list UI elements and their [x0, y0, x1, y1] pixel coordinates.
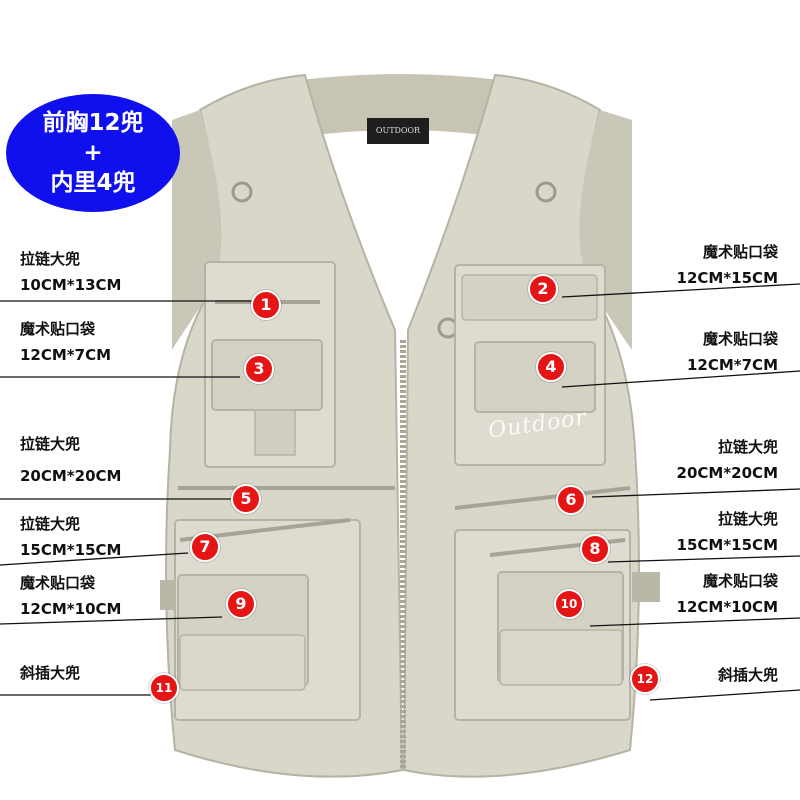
label-pocket-4: 魔术贴口袋 12CM*7CM: [687, 330, 778, 374]
label-size: 12CM*10CM: [676, 598, 778, 616]
label-pocket-11: 斜插大兜: [20, 664, 80, 682]
label-name: 拉链大兜: [20, 250, 81, 268]
pocket-4-shape: [474, 341, 596, 413]
label-name: 魔术贴口袋: [702, 572, 778, 590]
marker-8: 8: [580, 534, 610, 564]
leader-lines: [0, 283, 800, 701]
marker-5: 5: [231, 484, 261, 514]
label-name: 拉链大兜: [717, 438, 778, 456]
label-name: 魔术贴口袋: [20, 574, 96, 592]
badge-line-2: +: [83, 140, 103, 166]
marker-2: 2: [528, 274, 558, 304]
label-name: 斜插大兜: [20, 664, 81, 682]
label-pocket-1: 拉链大兜 10CM*13CM: [20, 250, 121, 294]
label-size: 12CM*10CM: [20, 600, 122, 618]
marker-9: 9: [226, 589, 256, 619]
label-pocket-6: 拉链大兜 20CM*20CM: [677, 438, 778, 482]
label-size: 20CM*20CM: [20, 467, 122, 485]
badge-line-1: 前胸12兜: [42, 110, 144, 136]
label-name: 拉链大兜: [20, 515, 81, 533]
label-size: 20CM*20CM: [676, 464, 778, 482]
marker-6: 6: [556, 485, 586, 515]
label-name: 拉链大兜: [20, 435, 81, 453]
marker-1: 1: [251, 290, 281, 320]
d-ring-left: [231, 181, 253, 203]
side-tab-left: [160, 580, 176, 610]
label-pocket-8: 拉链大兜 15CM*15CM: [677, 510, 778, 554]
brand-label: OUTDOOR: [367, 118, 429, 144]
label-name: 魔术贴口袋: [702, 330, 778, 348]
label-pocket-10: 魔术贴口袋 12CM*10CM: [677, 572, 778, 616]
marker-7: 7: [190, 532, 220, 562]
label-name: 魔术贴口袋: [702, 243, 778, 261]
label-size: 12CM*7CM: [686, 356, 778, 374]
label-name: 斜插大兜: [717, 666, 778, 684]
label-pocket-9: 魔术贴口袋 12CM*10CM: [20, 574, 121, 618]
label-pocket-2: 魔术贴口袋 12CM*15CM: [677, 243, 778, 287]
pocket-count-badge: 前胸12兜 + 内里4兜: [6, 94, 180, 212]
label-size: 12CM*15CM: [676, 269, 778, 287]
label-pocket-12: 斜插大兜: [718, 666, 778, 684]
vest-inner-back: [280, 74, 520, 140]
label-pocket-7: 拉链大兜 15CM*15CM: [20, 515, 121, 559]
label-size: 15CM*15CM: [676, 536, 778, 554]
label-size: 12CM*7CM: [20, 346, 112, 364]
label-name: 拉链大兜: [717, 510, 778, 528]
label-pocket-3: 魔术贴口袋 12CM*7CM: [20, 320, 111, 364]
label-name: 魔术贴口袋: [20, 320, 96, 338]
marker-12: 12: [630, 664, 660, 694]
marker-4: 4: [536, 352, 566, 382]
badge-line-3: 内里4兜: [50, 170, 136, 196]
marker-10: 10: [554, 589, 584, 619]
marker-3: 3: [244, 354, 274, 384]
label-pocket-5: 拉链大兜 20CM*20CM: [20, 435, 121, 485]
label-size: 15CM*15CM: [20, 541, 122, 559]
label-size: 10CM*13CM: [20, 276, 122, 294]
marker-11: 11: [149, 673, 179, 703]
d-ring-right: [535, 181, 557, 203]
side-tab-right: [632, 572, 660, 602]
